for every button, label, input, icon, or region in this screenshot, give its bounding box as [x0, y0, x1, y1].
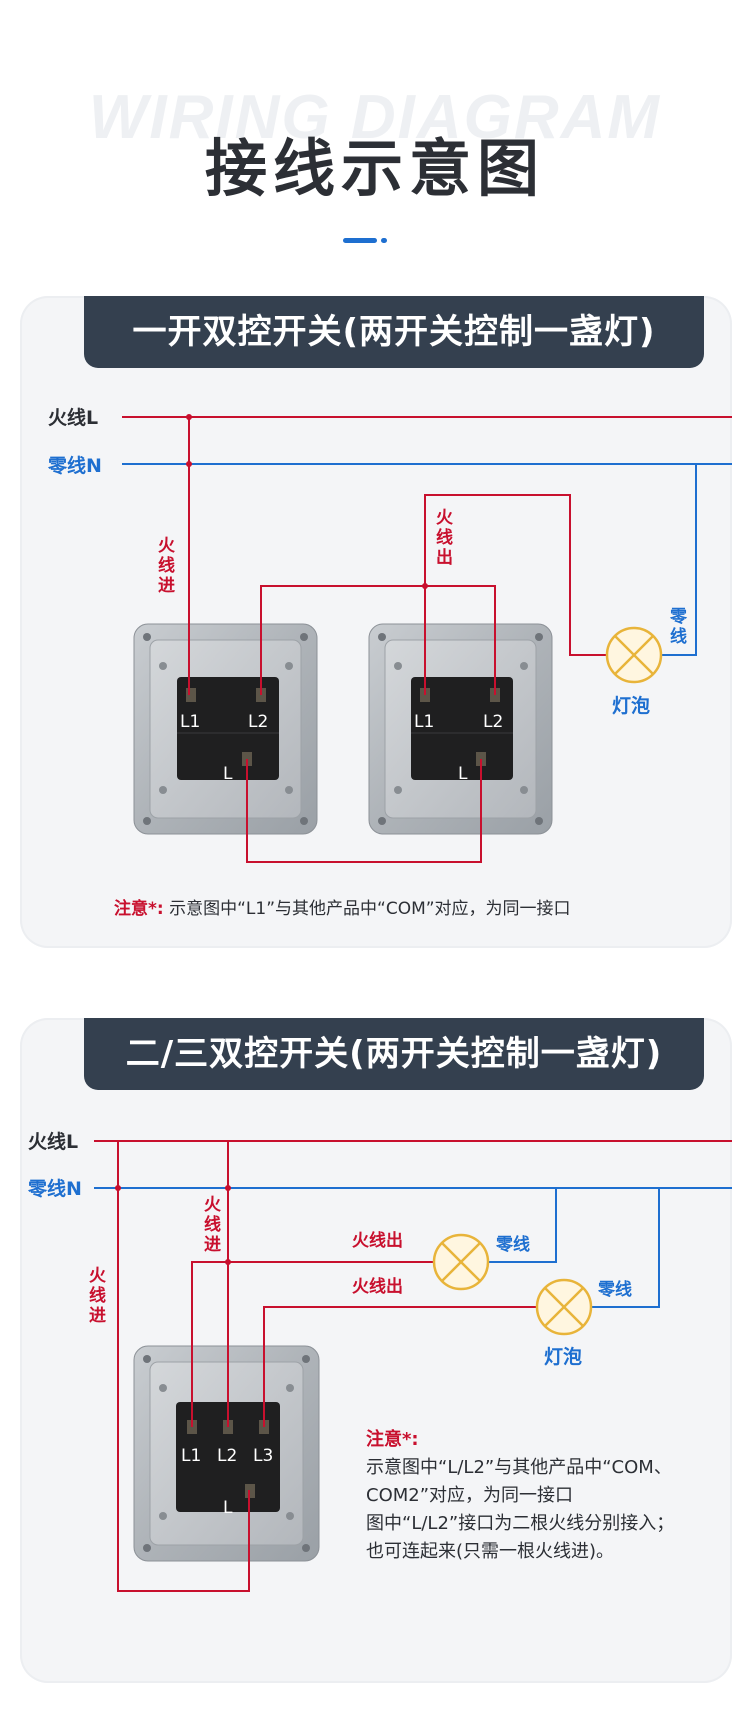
switch-t2: L2	[217, 1446, 237, 1466]
wiring-diagram-1: 火线L 零线N L1 L2 L L1 L2 L 灯泡	[47, 406, 732, 863]
switch-a-t3: L	[223, 764, 233, 784]
card-2-title: 二/三双控开关(两开关控制一盏灯)	[84, 1018, 704, 1090]
neutral-vertical-label: 零线	[670, 607, 687, 647]
neutral-b-label: 零线	[597, 1279, 632, 1300]
wire-a-l2-to-b-l2	[260, 585, 496, 695]
switch-t1: L1	[181, 1446, 201, 1466]
bulb-a-icon	[432, 1233, 490, 1291]
bulb-label-2: 灯泡	[544, 1345, 582, 1368]
live-in-label-b: 火线进	[89, 1266, 106, 1326]
live-line-label-2: 火线L	[28, 1130, 78, 1153]
switch-b-t1: L1	[414, 712, 434, 732]
switch-b	[368, 623, 553, 835]
neutral-line-label: 零线N	[47, 454, 102, 477]
wire-l3-out	[263, 1306, 537, 1427]
switch-t3: L3	[253, 1446, 273, 1466]
note-2-line-2: COM2”对应，为同一接口	[366, 1485, 574, 1506]
note-2-line-1: 示意图中“L/L2”与其他产品中“COM、	[366, 1457, 672, 1478]
live-in-label: 火线进	[158, 536, 175, 596]
bulb-label: 灯泡	[612, 694, 650, 717]
switch-a-t2: L2	[248, 712, 268, 732]
live-line-label: 火线L	[48, 406, 98, 429]
note-1: 注意*: 示意图中“L1”与其他产品中“COM”对应，为同一接口	[114, 894, 571, 919]
wire-neutral-b	[591, 1188, 660, 1308]
wire-l1-out	[191, 1261, 434, 1427]
note-1-text: 示意图中“L1”与其他产品中“COM”对应，为同一接口	[169, 899, 571, 919]
live-out-b-label: 火线出	[352, 1276, 403, 1297]
note-2-line-4: 也可连起来(只需一根火线进)。	[366, 1541, 615, 1562]
note-2: 注意*: 示意图中“L/L2”与其他产品中“COM、 COM2”对应，为同一接口…	[366, 1426, 674, 1566]
live-out-a-label: 火线出	[352, 1230, 403, 1251]
switch-a-t1: L1	[180, 712, 200, 732]
neutral-a-label: 零线	[495, 1234, 530, 1255]
card-1-title: 一开双控开关(两开关控制一盏灯)	[84, 296, 704, 368]
switch-b-t3: L	[458, 764, 468, 784]
watermark-text: WIRING DIAGRAM	[88, 83, 662, 152]
neutral-line-label-2: 零线N	[27, 1177, 82, 1200]
live-in-label-a: 火线进	[204, 1195, 221, 1255]
wire-live-main	[117, 1141, 250, 1592]
note-2-prefix: 注意*:	[366, 1429, 419, 1450]
switch-t4: L	[223, 1498, 233, 1518]
wire-neutral-a	[488, 1188, 557, 1263]
switch-a	[133, 623, 318, 835]
wire-b-l1-out	[424, 494, 608, 695]
wire-neutral-to-bulb	[661, 464, 697, 656]
title-accent-bar	[343, 238, 377, 243]
switch-b-t2: L2	[483, 712, 503, 732]
title-accent-dot	[381, 238, 387, 243]
note-2-line-3: 图中“L/L2”接口为二根火线分别接入；	[366, 1513, 675, 1534]
page-title: 接线示意图	[204, 132, 545, 205]
bulb-b-icon	[535, 1278, 593, 1336]
live-out-label: 火线出	[436, 508, 453, 568]
diagram-card-1: 一开双控开关(两开关控制一盏灯)	[20, 296, 732, 948]
note-1-prefix: 注意*:	[114, 899, 164, 919]
wire-l-to-l	[246, 759, 482, 863]
bulb-icon	[605, 626, 663, 684]
